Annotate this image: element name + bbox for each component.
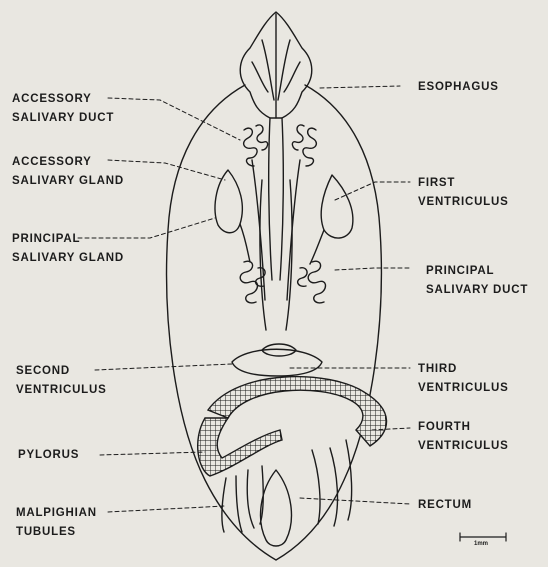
right-salivary-gland — [321, 175, 353, 238]
label-esophagus: ESOPHAGUS — [418, 78, 499, 97]
scale-bar-label: 1mm — [474, 541, 488, 547]
principal-salivary-duct-coils — [240, 261, 325, 303]
second-ventriculus — [232, 349, 322, 376]
scale-bar — [460, 533, 506, 541]
left-salivary-gland — [215, 170, 242, 233]
rectum — [261, 470, 292, 546]
esophagus — [269, 118, 284, 280]
label-pylorus: PYLORUS — [18, 446, 79, 465]
first-ventriculus — [260, 180, 292, 330]
body-outline — [167, 85, 382, 560]
pylorus — [198, 418, 282, 476]
label-rectum: RECTUM — [418, 496, 472, 515]
